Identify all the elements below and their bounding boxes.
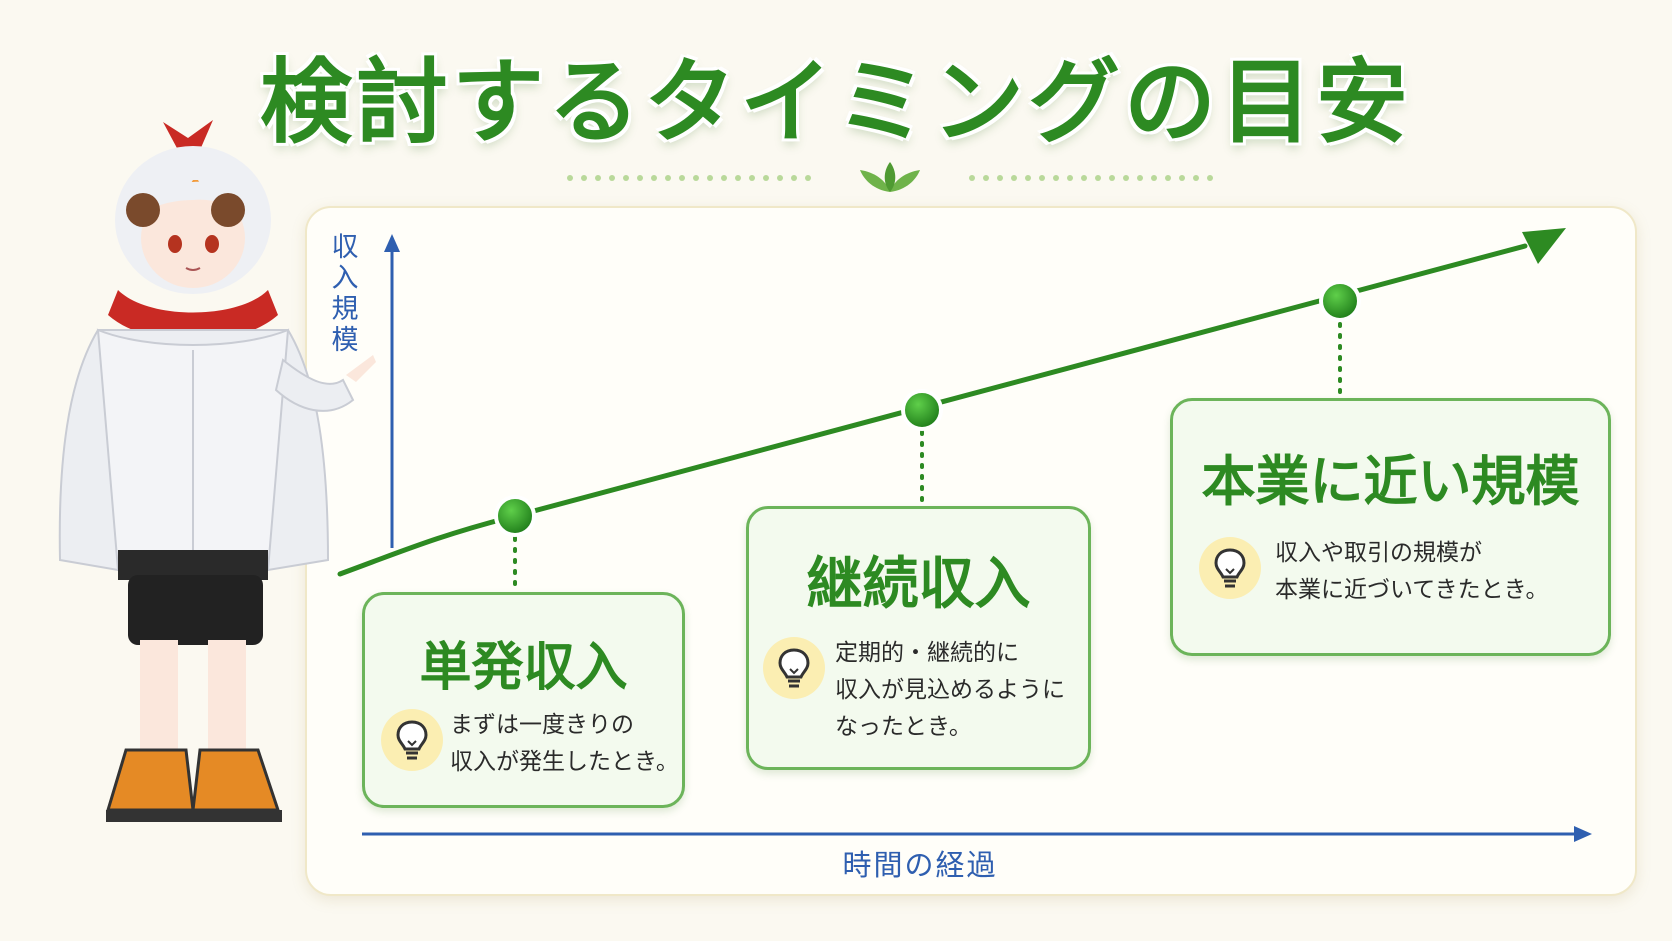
y-axis [384,234,400,548]
stage-description: 定期的・継続的に 収入が見込めるように なったとき。 [835,640,1065,740]
stage-title: 継続収入 [806,552,1031,617]
lightbulb-icon [763,637,825,699]
stage-description: 収入や取引の規模が 本業に近づいてきたとき。 [1275,540,1549,603]
lightbulb-icon [1199,537,1261,599]
point-3 [1319,280,1361,322]
leaf-icon [860,162,920,192]
stage-card-1: 単発収入 まずは一度きりの 収入が発生したとき。 [362,592,685,808]
y-axis-label: 収入規模 [331,232,359,356]
character-illustration [58,120,376,822]
stage-title: 本業に近い規模 [1201,450,1580,513]
growth-arrowhead [1522,228,1566,264]
page-title: 検討するタイミングの目安 [259,49,1412,156]
point-2 [901,389,943,431]
stage-card-2: 継続収入 定期的・継続的に 収入が見込めるように なったとき。 [746,506,1091,770]
x-axis-label: 時間の経過 [842,848,998,882]
stage-card-3: 本業に近い規模 収入や取引の規模が 本業に近づいてきたとき。 [1170,398,1611,656]
title-divider [567,162,1213,192]
lightbulb-icon [381,709,443,771]
x-axis [362,826,1592,842]
point-1 [494,495,536,537]
stage-title: 単発収入 [419,638,628,698]
stage-description: まずは一度きりの 収入が発生したとき。 [450,712,679,775]
